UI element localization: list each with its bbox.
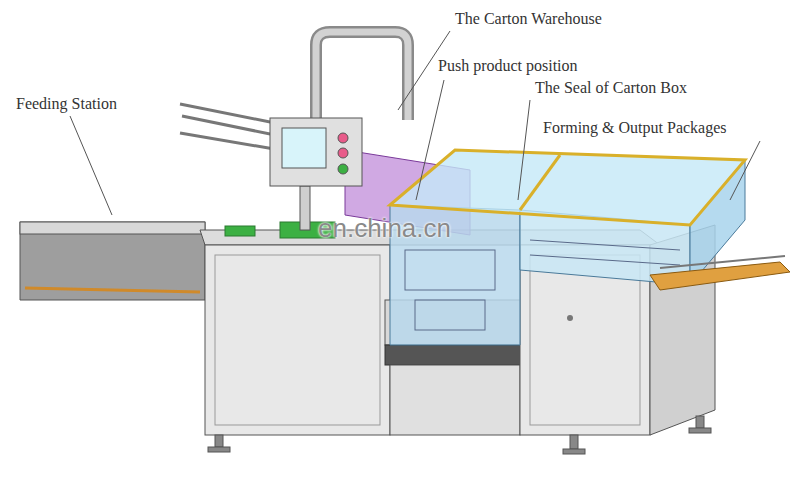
callout-label: Push product position bbox=[438, 57, 578, 75]
callout-label: Forming & Output Packages bbox=[543, 119, 727, 137]
door-lock bbox=[567, 315, 573, 321]
watermark: en.china.cn bbox=[318, 214, 451, 243]
leader-line bbox=[70, 116, 112, 215]
callout-label: Feeding Station bbox=[16, 95, 117, 113]
cabinet-door bbox=[530, 255, 640, 425]
chute-guide bbox=[660, 256, 785, 268]
control-panel bbox=[270, 118, 362, 186]
conveyor-top bbox=[20, 222, 205, 234]
panel-stand bbox=[300, 186, 310, 230]
left-cabinet bbox=[205, 245, 390, 435]
conveyor-rail bbox=[25, 288, 200, 292]
leader-line bbox=[416, 80, 444, 200]
guide-part bbox=[225, 226, 255, 236]
button bbox=[338, 133, 348, 143]
enclosure-mechanism bbox=[405, 240, 680, 330]
middle-base bbox=[390, 365, 520, 435]
feeding-conveyor bbox=[20, 222, 205, 300]
feet bbox=[208, 416, 711, 454]
callout-label: The Carton Warehouse bbox=[455, 10, 602, 28]
leader-line bbox=[730, 141, 760, 200]
callout-label: The Seal of Carton Box bbox=[535, 79, 687, 97]
cabinet-door bbox=[215, 255, 380, 425]
feed-rods bbox=[180, 104, 280, 150]
drawer bbox=[385, 345, 525, 365]
touch-screen bbox=[282, 128, 326, 168]
button bbox=[338, 164, 348, 174]
leader-line bbox=[518, 100, 530, 200]
pipe-arm bbox=[316, 32, 408, 120]
leader-lines bbox=[70, 31, 760, 215]
button bbox=[338, 148, 348, 158]
frame-bar bbox=[520, 155, 560, 210]
pipe-arm bbox=[316, 32, 408, 120]
